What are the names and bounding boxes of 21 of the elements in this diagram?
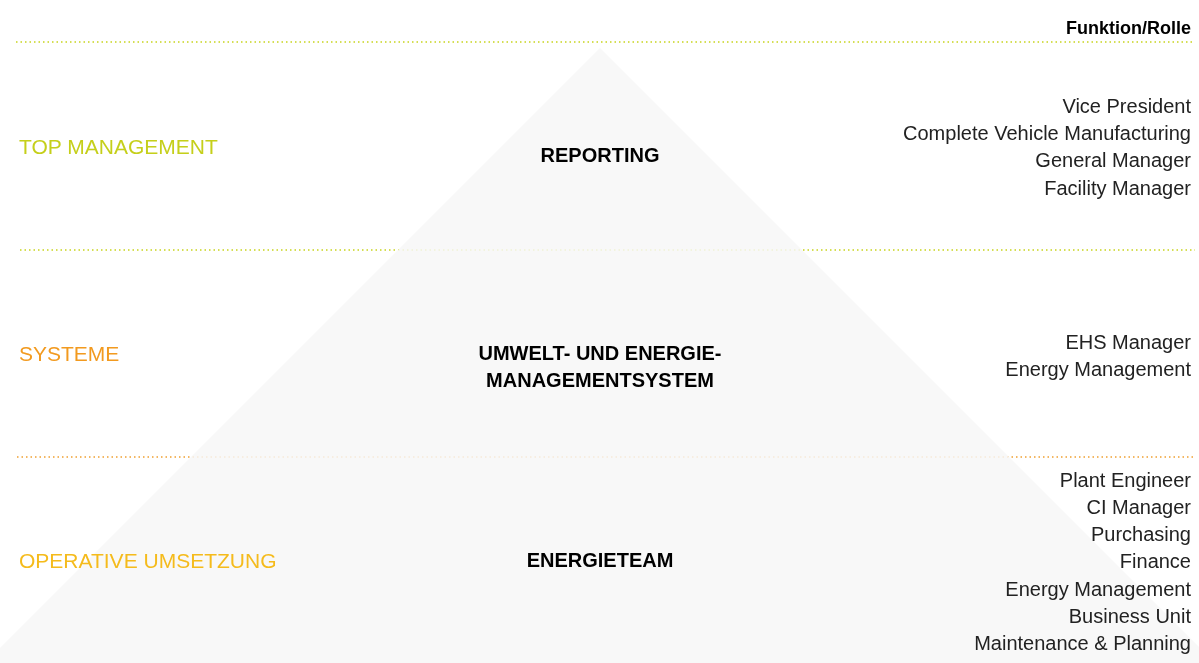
role-label: Facility Manager [1044,176,1191,201]
tier-label: REPORTING [539,143,661,168]
level-label: OPERATIVE UMSETZUNG [19,548,277,574]
role-label: CI Manager [1086,495,1191,520]
role-label: EHS Manager [1065,330,1191,355]
level-label: SYSTEME [19,341,120,367]
role-label: Finance [1119,549,1191,574]
role-label: Energy Management [1005,357,1191,382]
role-label: Business Unit [1068,604,1191,629]
tier-label: ENERGIETEAM [525,548,675,573]
tier-label: UMWELT- UND ENERGIE- MANAGEMENTSYSTEM [477,341,723,393]
level-label: TOP MANAGEMENT [19,134,218,160]
role-label: Energy Management [1005,577,1191,602]
role-label: Purchasing [1090,522,1191,547]
role-label: Plant Engineer [1059,468,1191,493]
role-label: General Manager [1035,148,1191,173]
column-heading: Funktion/Rolle [1066,17,1191,40]
role-label: Complete Vehicle Manufacturing [903,121,1191,146]
pyramid [0,48,1199,663]
role-label: Vice President [1062,94,1191,119]
role-label: Maintenance & Planning [974,631,1191,656]
